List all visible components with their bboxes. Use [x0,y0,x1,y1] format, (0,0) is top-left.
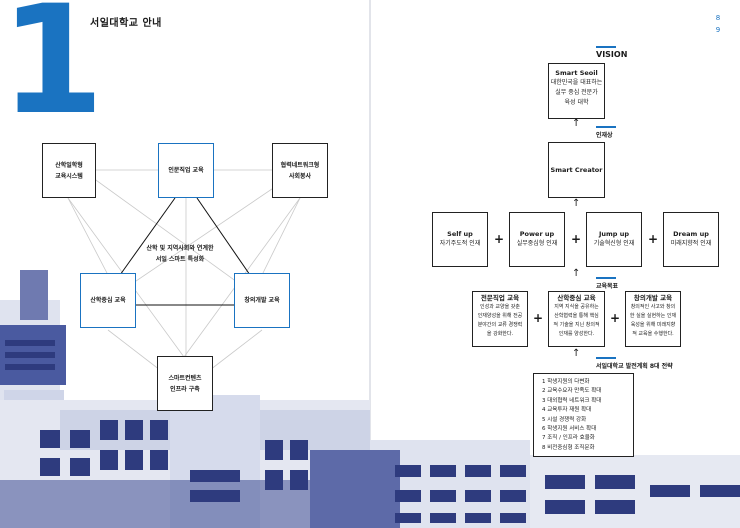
list-item: 7 조직 / 인프라 효율화 [542,435,595,442]
list-item: 3 대외협력 네트워크 확대 [542,397,602,404]
arrow-up-icon: ↑ [572,268,581,279]
node-text-line: 인프라 구축 [170,385,200,393]
list-item: 8 비전중심형 조직문화 [542,444,595,451]
smart-creator-title: Smart Creator [550,166,603,174]
arrow-up-icon: ↑ [572,348,581,359]
node-cooperative-network: 협력네트워크형 사회봉사 [272,143,328,198]
up-desc: 미래지향적 인재 [670,240,712,247]
node-humanities-vocational: 인문직업 교육 [158,143,214,198]
node-text-line: 스마트컨텐츠 [168,374,202,382]
up-box-dream: Dream up 미래지향적 인재 [663,212,719,267]
goal-line: 한 실을 실현하는 인재 [629,313,677,319]
goal-line: 지역 지식을 공유하는 [554,304,599,310]
vision-line: 실무 중심 전문가 [555,89,598,96]
node-text-line: 산학일학형 [55,161,83,169]
up-desc: 자기주도적 인재 [439,240,481,247]
node-smart-contents: 스마트컨텐츠 인프라 구축 [157,356,213,411]
node-text-line: 산학중심 교육 [90,297,126,304]
left-diagram-connectors [67,169,301,371]
vision-box: Smart Seoil 대한민국을 대표하는 실무 중심 전문가 육성 대학 [548,63,605,119]
goal-box-creative: 창의개발 교육 창의적인 사고와 창의 한 실을 실현하는 인재 육성을 위해 … [625,291,681,347]
goal-title: 창의개발 교육 [633,294,673,302]
plus-icon: + [648,232,659,246]
up-title: Power up [519,230,555,238]
node-text-line: 교육시스템 [55,172,83,180]
center-label-line: 서일 스마트 특성화 [155,256,205,263]
page-gutter [369,0,371,528]
goal-title: 전문직업 교육 [480,294,520,302]
plus-icon: + [494,232,505,246]
up-box-power: Power up 실무중심형 인재 [509,212,565,267]
up-box-self: Self up 자기주도적 인재 [432,212,488,267]
page-numbers: 8 9 [709,12,727,36]
up-desc: 실무중심형 인재 [516,240,558,247]
goal-line: 산학협력을 통해 핵심 [554,313,599,319]
plus-icon: + [571,232,582,246]
chapter-number: 1 [0,0,105,148]
goal-line: 적 교육을 수행한다. [632,331,674,337]
goal-line: 분야간의 교류 경쟁력 [477,322,523,328]
up-title: Self up [447,230,473,238]
goal-line: 창의적인 사고와 창의 [630,304,676,310]
arrow-up-icon: ↑ [572,118,581,129]
center-label-line: 산학 및 지역사회와 연계한 [146,245,214,252]
node-industry-academic-system: 산학일학형 교육시스템 [42,143,96,198]
talent-tag: 인재상 [596,126,616,139]
goal-line: 을 강화한다. [486,331,514,337]
node-text-line: 사회봉사 [288,172,312,180]
vision-tag: VISION [596,46,628,59]
node-industry-academic-education: 산학중심 교육 [80,273,136,328]
up-desc: 기술혁신형 인재 [593,240,635,247]
smart-creator-box: Smart Creator [548,142,605,198]
up-box-jump: Jump up 기술혁신형 인재 [586,212,642,267]
node-text-line: 인문직업 교육 [168,167,204,174]
goal-title: 산학중심 교육 [557,294,596,302]
vision-line: 육성 대학 [564,99,589,106]
goal-box-industry: 산학중심 교육 지역 지식을 공유하는 산학협력을 통해 핵심 적 기술을 지닌… [548,291,605,347]
page-number-right: 9 [715,26,721,34]
up-title: Dream up [673,230,709,238]
list-item: 6 학생지원 서비스 확대 [542,426,597,433]
edu-goal-tag: 교육목표 [596,277,619,290]
section-title: 서일대학교 안내 [90,18,162,29]
goal-line: 인재를 양성한다. [558,331,595,337]
goal-line: 적 기술을 지닌 창의적 [553,322,600,328]
goal-line: 인재양성을 위해 전공 [477,313,523,319]
goal-line: 육성을 위해 미래지향 [630,322,676,328]
strategy-list: 1 학생지원의 다변화 2 교육수요자 만족도 확대 3 대외협력 네트워크 확… [533,373,634,457]
node-text-line: 창의개발 교육 [244,297,280,304]
list-item: 4 교육투자 재원 확대 [542,407,592,414]
goal-line: 인성과 교양을 갖춘 [480,304,520,310]
arrow-up-icon: ↑ [572,198,581,209]
list-item: 5 시설 경쟁력 강화 [542,416,587,423]
list-item: 1 학생지원의 다변화 [542,379,590,385]
strategy-tag: 서일대학교 발전계획 8대 전략 [596,357,673,370]
up-title: Jump up [598,230,629,238]
page-number-left: 8 [715,14,721,22]
goal-box-professional: 전문직업 교육 인성과 교양을 갖춘 인재양성을 위해 전공 분야간의 교류 경… [472,291,528,347]
node-creative-development: 창의개발 교육 [234,273,290,328]
diagram-center-label: 산학 및 지역사회와 연계한 서일 스마트 특성화 [120,243,240,265]
vision-title: Smart Seoil [555,69,598,77]
node-text-line: 협력네트워크형 [280,161,320,169]
plus-icon: + [610,311,621,325]
plus-icon: + [533,311,544,325]
list-item: 2 교육수요자 만족도 확대 [542,388,602,395]
vision-line: 대한민국을 대표하는 [550,79,603,86]
